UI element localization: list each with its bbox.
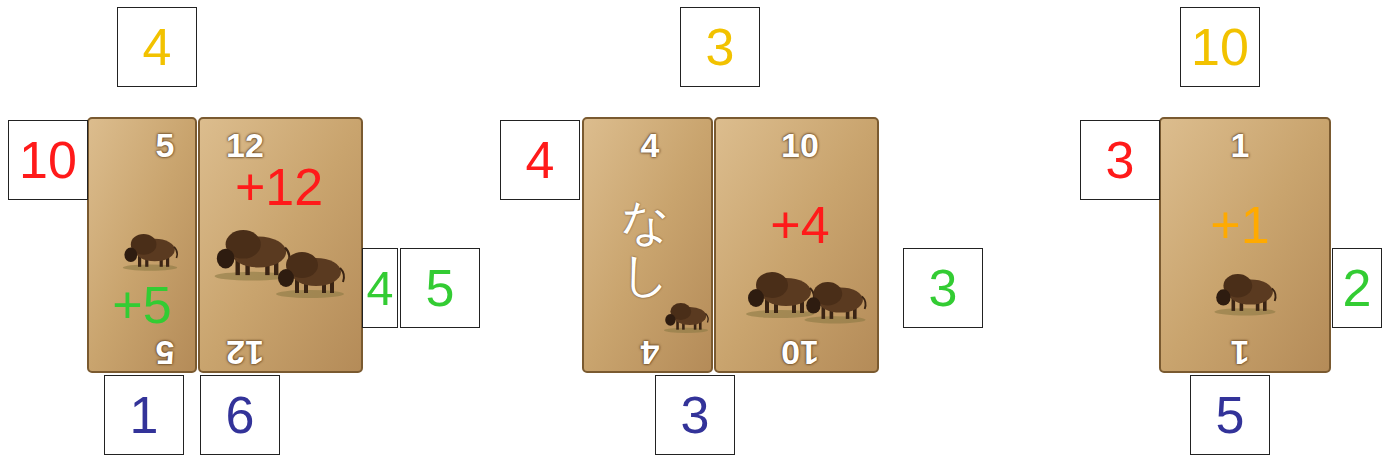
card-value: 1 <box>1231 336 1250 370</box>
score-box: 10 <box>8 120 88 200</box>
score-box: 4 <box>117 7 197 87</box>
card-value: 12 <box>226 336 264 370</box>
score-number: 5 <box>426 262 455 314</box>
score-number: 4 <box>526 134 555 186</box>
score-box: 5 <box>1190 375 1270 455</box>
score-number: 3 <box>1106 134 1135 186</box>
bison-figure <box>276 252 344 298</box>
score-number: 2 <box>1343 262 1372 314</box>
bison-card: 10 +4 10 <box>715 118 878 372</box>
card <box>583 118 712 372</box>
score-number: 3 <box>706 21 735 73</box>
score-box: 6 <box>200 375 280 455</box>
bison-card: 5 +5 5 <box>88 118 196 372</box>
bison-figure <box>746 272 814 318</box>
score-box: 3 <box>680 7 760 87</box>
card <box>715 118 878 372</box>
bison-figure <box>804 282 865 323</box>
card <box>199 118 362 372</box>
card-value: 4 <box>641 128 660 162</box>
score-number: 5 <box>1216 389 1245 441</box>
card-value: 1 <box>1231 128 1250 162</box>
score-box: 3 <box>903 248 983 328</box>
card-value: 12 <box>226 128 264 162</box>
bison-figure <box>664 303 708 333</box>
score-number: 10 <box>19 134 77 186</box>
score-box: 4 <box>500 120 580 200</box>
bison-card: 4 なし 4 <box>583 118 712 372</box>
bison-figure <box>215 230 290 281</box>
score-box: 1 <box>104 375 184 455</box>
bonus-label: +4 <box>770 199 829 251</box>
bonus-label: なし <box>621 195 669 301</box>
bison-figure <box>1214 274 1275 315</box>
card <box>1160 118 1330 372</box>
score-box: 5 <box>400 248 480 328</box>
score-box: 3 <box>1080 120 1160 200</box>
bison-card: 12+1212 <box>199 118 362 372</box>
card <box>88 118 196 372</box>
bison-card: 1 +1 1 <box>1160 118 1330 372</box>
card-value: 5 <box>156 128 175 162</box>
card-value: 5 <box>156 336 175 370</box>
bonus-label: +5 <box>112 279 171 331</box>
score-number: 10 <box>1191 21 1249 73</box>
score-number: 6 <box>226 389 255 441</box>
score-box: 2 <box>1332 248 1382 328</box>
bison-figure <box>123 234 177 271</box>
score-number: 4 <box>367 264 394 313</box>
score-box: 10 <box>1180 7 1260 87</box>
bonus-label: +12 <box>235 161 323 213</box>
score-number: 1 <box>130 389 159 441</box>
card-value: 10 <box>781 336 819 370</box>
score-number: 4 <box>143 21 172 73</box>
card-value: 10 <box>781 128 819 162</box>
card-value: 4 <box>641 336 660 370</box>
score-number: 3 <box>681 389 710 441</box>
score-number: 3 <box>929 262 958 314</box>
score-box: 3 <box>655 375 735 455</box>
bonus-label: +1 <box>1210 199 1269 251</box>
score-box: 4 <box>362 248 398 328</box>
